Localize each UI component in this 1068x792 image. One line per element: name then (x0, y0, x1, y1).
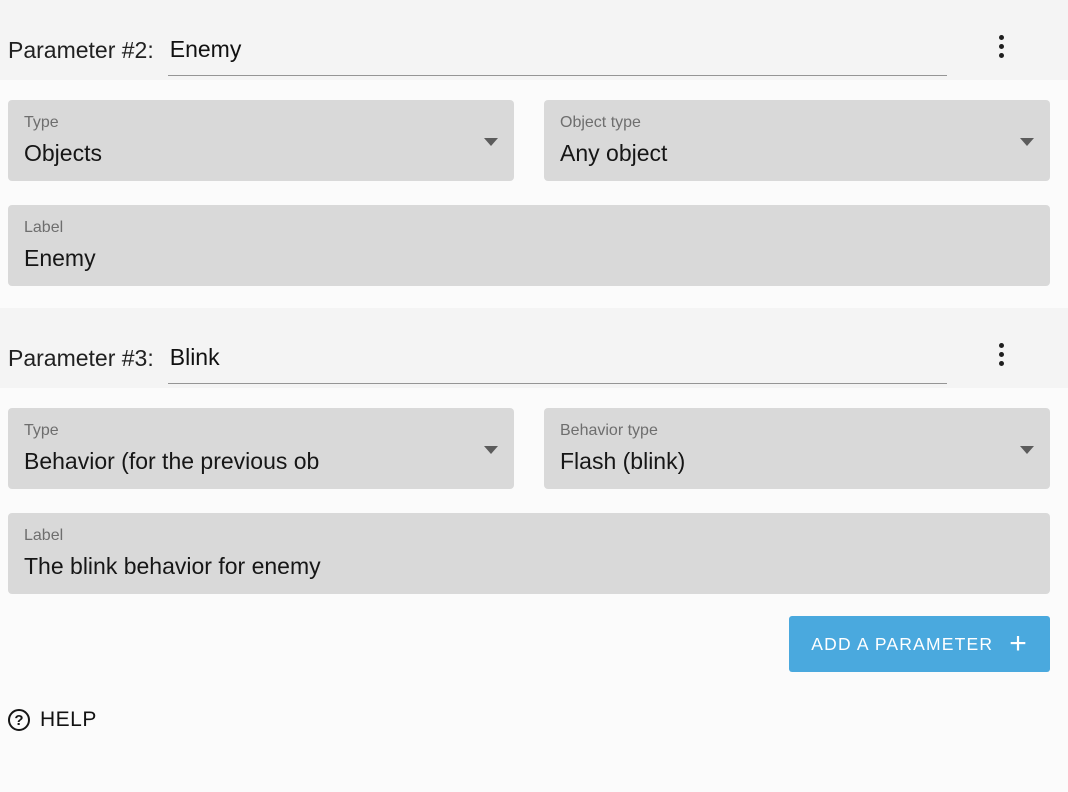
button-row: ADD A PARAMETER + (8, 616, 1050, 672)
parameter-block: Parameter #2: Enemy Type Objects Object … (0, 0, 1068, 286)
kebab-menu-icon (999, 34, 1004, 58)
type-fields-row: Type Behavior (for the previous ob Behav… (8, 408, 1050, 489)
chevron-down-icon (484, 445, 498, 454)
parameter-menu-button[interactable] (993, 337, 1010, 372)
kebab-dot (999, 52, 1004, 58)
label-field[interactable]: Label Enemy (8, 205, 1050, 286)
kebab-dot (999, 34, 1004, 40)
parameter-title: Parameter #3: (8, 345, 154, 371)
parameter-name-input[interactable]: Enemy (167, 36, 947, 76)
kebab-dot (999, 43, 1004, 49)
object-type-select[interactable]: Object type Any object (544, 100, 1050, 181)
field-value: Enemy (24, 245, 96, 271)
type-select[interactable]: Type Objects (8, 100, 514, 181)
parameter-name-input[interactable]: Blink (167, 344, 947, 384)
add-parameter-button[interactable]: ADD A PARAMETER + (789, 616, 1050, 672)
parameters-editor: Parameter #2: Enemy Type Objects Object … (0, 0, 1068, 732)
type-select[interactable]: Type Behavior (for the previous ob (8, 408, 514, 489)
help-label: HELP (40, 708, 97, 731)
parameter-block: Parameter #3: Blink Type Behavior (for t… (0, 308, 1068, 594)
field-value: The blink behavior for enemy (24, 553, 321, 579)
parameter-title: Parameter #2: (8, 37, 154, 63)
kebab-dot (999, 342, 1004, 348)
kebab-dot (999, 360, 1004, 366)
field-label: Behavior type (560, 422, 658, 439)
parameter-header: Parameter #2: Enemy (0, 0, 1068, 80)
chevron-down-icon (1020, 445, 1034, 454)
parameter-menu-button[interactable] (993, 29, 1010, 64)
field-label: Object type (560, 114, 641, 131)
field-value: Behavior (for the previous ob (24, 448, 320, 474)
behavior-type-select[interactable]: Behavior type Flash (blink) (544, 408, 1050, 489)
field-label: Type (24, 422, 59, 439)
field-label: Label (24, 219, 64, 236)
type-fields-row: Type Objects Object type Any object (8, 100, 1050, 181)
label-field[interactable]: Label The blink behavior for enemy (8, 513, 1050, 594)
plus-icon: + (1009, 627, 1028, 660)
chevron-down-icon (1020, 137, 1034, 146)
kebab-dot (999, 351, 1004, 357)
field-label: Label (24, 527, 64, 544)
help-button[interactable]: ? HELP (8, 708, 97, 732)
kebab-menu-icon (999, 342, 1004, 366)
field-label: Type (24, 114, 59, 131)
add-parameter-label: ADD A PARAMETER (811, 633, 994, 654)
parameter-header: Parameter #3: Blink (0, 308, 1068, 388)
field-value: Flash (blink) (560, 448, 686, 474)
question-mark-icon: ? (8, 709, 30, 731)
field-value: Objects (24, 140, 102, 166)
chevron-down-icon (484, 137, 498, 146)
field-value: Any object (560, 140, 668, 166)
